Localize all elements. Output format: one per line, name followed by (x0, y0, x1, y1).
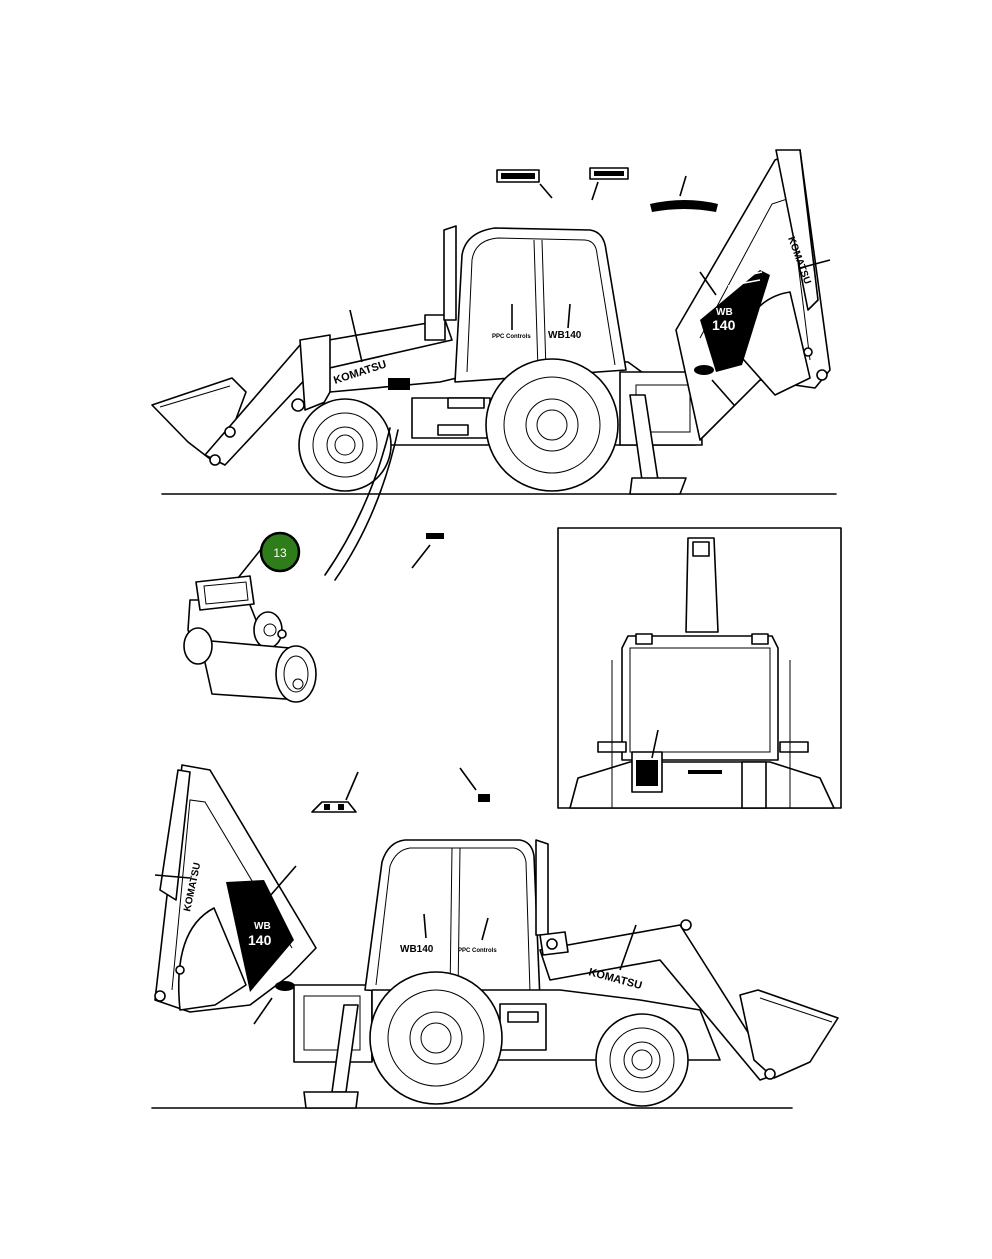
starter-motor-detail (183, 427, 444, 703)
rear-panel-decal (636, 760, 658, 786)
rear-brand-decal (688, 770, 722, 774)
rear-wheel-bottom (369, 971, 503, 1105)
rear-view-inset (557, 527, 842, 809)
boom-decal-140-bottom: 140 (248, 932, 272, 948)
harness-line-1 (324, 427, 391, 576)
arm-brand-decal-bottom: KOMATSU (587, 966, 643, 992)
rear-cab-window (621, 635, 779, 761)
callout-13[interactable]: 13 (259, 531, 301, 573)
turtle-decal-top (694, 365, 714, 375)
rear-wheel (485, 358, 619, 492)
front-wheel (298, 398, 392, 492)
decal-panel-bottom (226, 880, 294, 992)
plate-decal-mid (311, 801, 357, 813)
small-decal-mid (426, 533, 444, 539)
decal-panel-top (700, 270, 770, 372)
front-bucket-bottom (739, 989, 839, 1079)
decal-parts-top (496, 167, 718, 212)
cab-model-decal-bottom: WB140 (400, 944, 434, 955)
cab-bottom (364, 839, 541, 1001)
boom-decal-wb-bottom: WB (254, 921, 271, 932)
cab-ppc-decal: PPC Controls (492, 334, 531, 340)
callout-13-label: 13 (273, 546, 287, 560)
decal-parts-mid (311, 767, 490, 813)
warning-strip-decal (650, 200, 718, 212)
backhoe-left-side-view: WB 140 KOMATSU KOMATSU PPC Controls WB14… (151, 149, 837, 495)
loader-arm-bottom (539, 924, 776, 1081)
cab-model-decal: WB140 (548, 330, 582, 341)
front-wheel-bottom (595, 1013, 689, 1107)
starter-motor-end (275, 645, 317, 703)
backhoe-right-side-view: WB 140 KOMATSU WB140 PPC Controls KOMATS… (151, 764, 839, 1109)
small-decal-mid-2 (478, 794, 490, 802)
turtle-decal-bottom (275, 981, 295, 991)
cab-ppc-decal-bottom: PPC Controls (458, 948, 497, 954)
boom-decal-wb: WB (716, 307, 733, 318)
battery-decal (388, 378, 410, 390)
boom-decal-140: 140 (712, 317, 736, 333)
cab (454, 227, 627, 383)
